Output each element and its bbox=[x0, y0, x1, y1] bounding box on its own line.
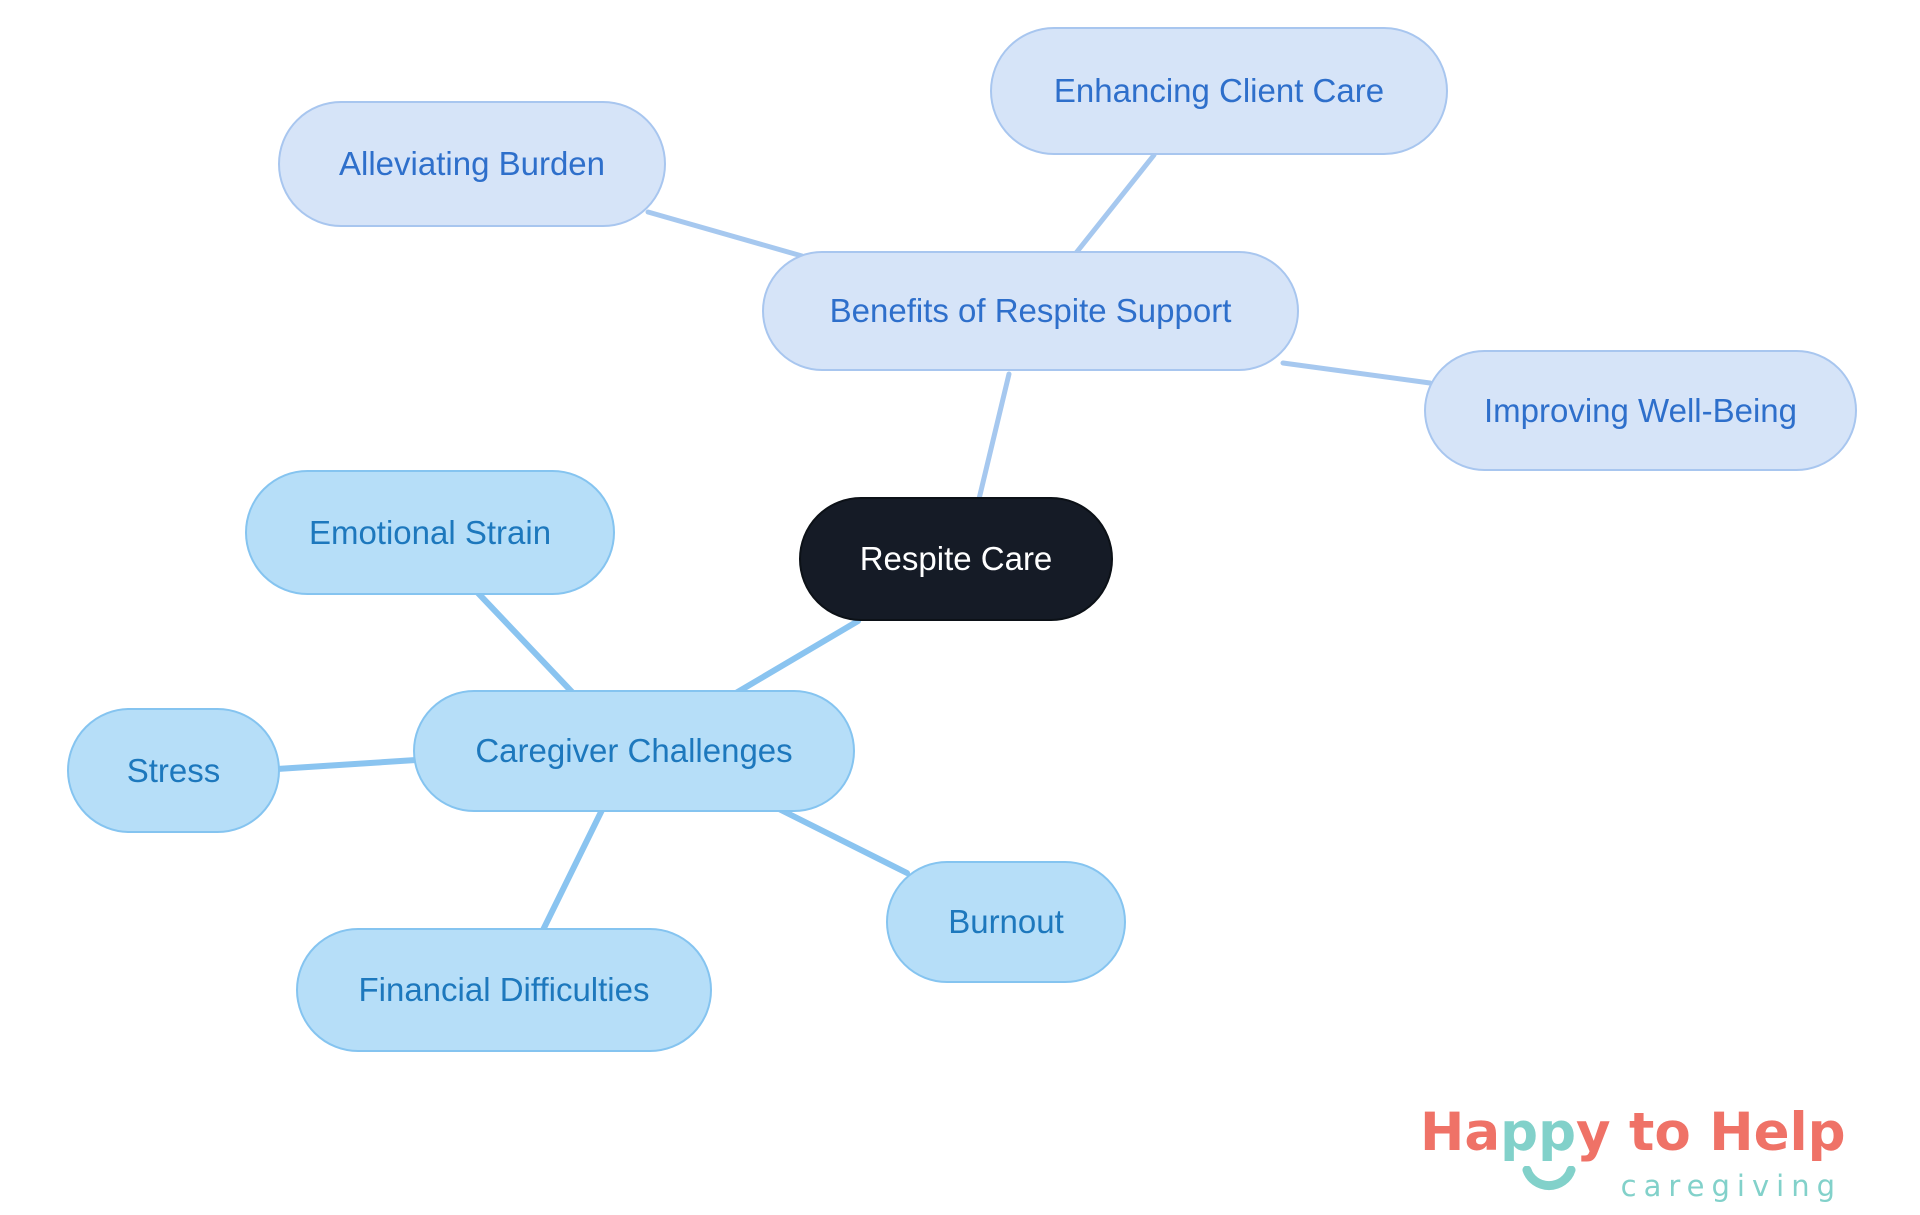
node-enhancing-client-care[interactable]: Enhancing Client Care bbox=[990, 27, 1448, 155]
node-label: Financial Difficulties bbox=[358, 971, 650, 1008]
logo-text-ha: Ha bbox=[1420, 1102, 1501, 1163]
edge-caregiver-burnout bbox=[774, 805, 910, 876]
edge-benefits-improving bbox=[1280, 360, 1433, 386]
edge-benefits-alleviating bbox=[645, 209, 805, 259]
logo-subtitle: caregiving bbox=[1620, 1169, 1842, 1203]
node-burnout[interactable]: Burnout bbox=[886, 861, 1126, 983]
node-label: Enhancing Client Care bbox=[1053, 72, 1385, 109]
edge-caregiver-financial bbox=[540, 807, 605, 933]
node-label: Emotional Strain bbox=[308, 513, 552, 551]
node-improving-well-being[interactable]: Improving Well-Being bbox=[1424, 350, 1857, 471]
node-stress[interactable]: Stress bbox=[67, 708, 280, 833]
logo-wordmark: Happy to Help bbox=[1420, 1106, 1846, 1159]
node-label: Improving Well-Being bbox=[1483, 391, 1798, 429]
node-emotional-strain[interactable]: Emotional Strain bbox=[245, 470, 615, 595]
edge-caregiver-emotional bbox=[475, 590, 575, 695]
edge-benefits-enhancing bbox=[1073, 152, 1157, 256]
node-label: Benefits of Respite Support bbox=[829, 292, 1232, 329]
node-label: Alleviating Burden bbox=[339, 145, 605, 182]
edge-root-caregiver bbox=[733, 618, 861, 696]
logo-text-y-to-help: y to Help bbox=[1576, 1102, 1846, 1163]
node-label: Caregiver Challenges bbox=[475, 732, 793, 769]
node-financial-difficulties[interactable]: Financial Difficulties bbox=[296, 928, 712, 1052]
node-label: Burnout bbox=[948, 903, 1064, 940]
logo-text-pp: pp bbox=[1500, 1102, 1577, 1163]
happy-to-help-logo: Happy to Help caregiving bbox=[1420, 1106, 1870, 1206]
smile-icon bbox=[1522, 1166, 1576, 1191]
node-label: Stress bbox=[126, 751, 221, 789]
node-label: Respite Care bbox=[859, 540, 1053, 577]
node-respite-care[interactable]: Respite Care bbox=[799, 497, 1113, 621]
node-caregiver-challenges[interactable]: Caregiver Challenges bbox=[413, 690, 855, 812]
node-benefits-of-respite-support[interactable]: Benefits of Respite Support bbox=[762, 251, 1299, 371]
edge-caregiver-stress bbox=[274, 757, 419, 772]
edge-root-benefits bbox=[976, 371, 1012, 502]
node-alleviating-burden[interactable]: Alleviating Burden bbox=[278, 101, 666, 227]
